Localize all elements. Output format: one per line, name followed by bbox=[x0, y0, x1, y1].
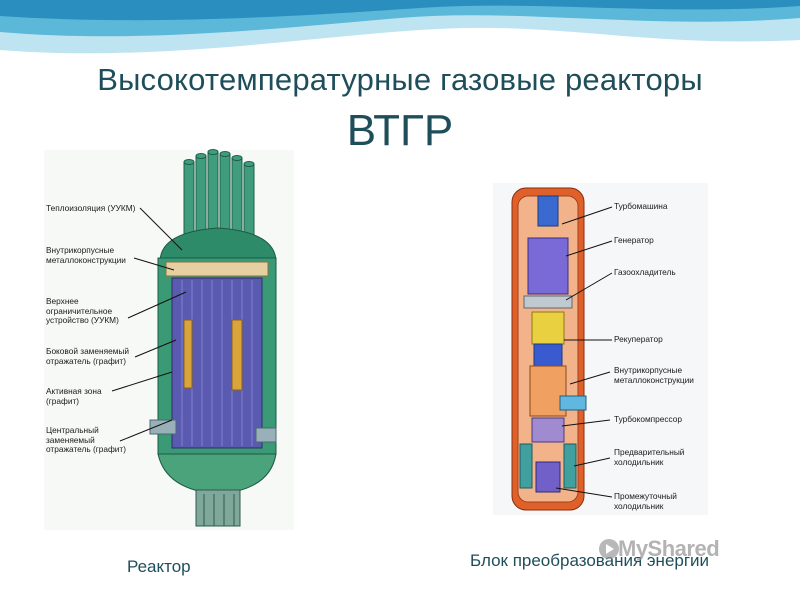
header-wave-decoration bbox=[0, 0, 800, 54]
slide-title: Высокотемпературные газовые реакторы bbox=[97, 62, 703, 97]
unit-shaft-top bbox=[537, 195, 559, 227]
label-turbocompressor: Турбокомпрессор bbox=[614, 414, 683, 424]
graphite-block-right bbox=[231, 319, 243, 391]
label-generator: Генератор bbox=[614, 235, 654, 245]
unit-shaft-mid bbox=[533, 343, 563, 367]
unit-cooler bbox=[523, 295, 573, 309]
reactor-vessel-head bbox=[159, 227, 277, 263]
label-internal-structures: Внутрикорпусные металлоконструкции bbox=[46, 245, 126, 265]
label-active-zone: Активная зона (графит) bbox=[46, 386, 102, 406]
thermal-insulation bbox=[165, 261, 269, 277]
reactor-bottom-drive bbox=[195, 489, 241, 527]
reactor-vessel-bottom bbox=[157, 453, 277, 495]
label-gas-cooler: Газоохладитель bbox=[614, 267, 676, 277]
play-icon bbox=[599, 539, 619, 559]
unit-recuperator bbox=[531, 311, 565, 345]
label-precooler: Предварительный холодильник bbox=[614, 447, 685, 467]
label-recuperator: Рекуператор bbox=[614, 334, 663, 344]
slide-subtitle: ВТГР bbox=[346, 106, 454, 155]
label-upper-restraint: Верхнее ограничительное устройство (УУКМ… bbox=[46, 296, 119, 326]
graphite-block-left bbox=[183, 319, 193, 389]
reactor-caption: Реактор bbox=[127, 557, 191, 576]
label-central-reflector: Центральный заменяемый отражатель (графи… bbox=[46, 425, 126, 455]
unit-turbocompressor bbox=[531, 417, 565, 443]
unit-precooler-left bbox=[519, 443, 533, 489]
label-intercooler: Промежуточный холодильник bbox=[614, 491, 677, 511]
label-unit-internal-structures: Внутрикорпусные металлоконструкции bbox=[614, 365, 694, 385]
unit-generator bbox=[527, 237, 569, 295]
reactor-nozzle-left bbox=[149, 419, 177, 435]
label-thermal-insulation: Теплоизоляция (УУКМ) bbox=[46, 203, 136, 213]
label-turbomachine: Турбомашина bbox=[614, 201, 668, 211]
reactor-nozzle-right bbox=[255, 427, 277, 443]
reactor-leader-lines bbox=[111, 207, 187, 442]
unit-leader-lines bbox=[555, 206, 613, 498]
conversion-unit-caption: Блок преобразования энергии bbox=[470, 551, 710, 570]
unit-side-pipe bbox=[559, 395, 587, 411]
unit-intercooler bbox=[535, 461, 561, 493]
label-side-reflector: Боковой заменяемый отражатель (графит) bbox=[46, 346, 129, 366]
watermark-text: MyShared bbox=[618, 536, 720, 561]
